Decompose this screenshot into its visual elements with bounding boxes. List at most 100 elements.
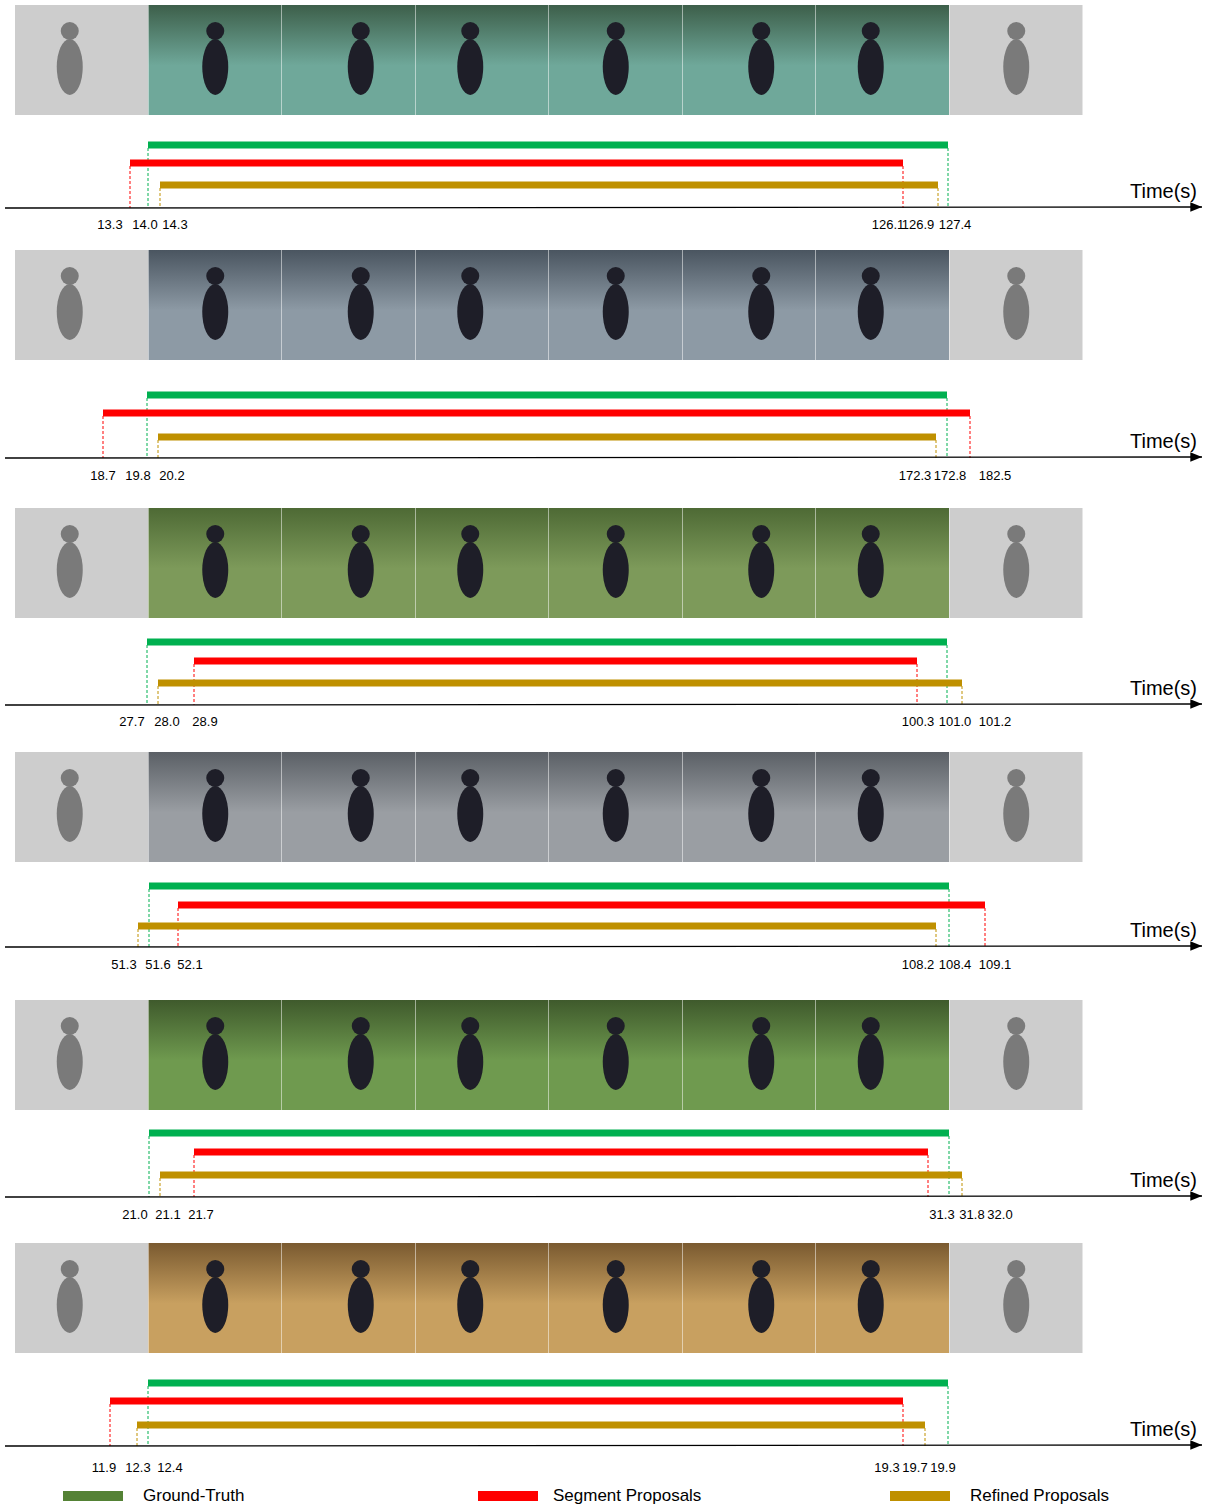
boundary-dash (936, 440, 937, 458)
time-axis (5, 946, 1202, 947)
video-frame (149, 1000, 282, 1110)
figure-head (461, 525, 479, 543)
figure-head (461, 267, 479, 285)
figure-body (1003, 542, 1029, 598)
time-value: 14.0 (132, 218, 157, 231)
video-frame (549, 1000, 682, 1110)
figure-body (57, 542, 83, 598)
video-frame (950, 1000, 1083, 1110)
video-frame (416, 250, 549, 360)
figure-head (752, 769, 770, 787)
figure-head (61, 525, 79, 543)
video-frame (549, 508, 682, 618)
video-frame (416, 1243, 549, 1353)
video-frame (816, 752, 949, 862)
boundary-dash (925, 1428, 926, 1446)
video-frame (950, 250, 1083, 360)
axis-title: Time(s) (1130, 1419, 1197, 1439)
segment-bar (160, 1172, 962, 1179)
figure-head (752, 1017, 770, 1035)
boundary-dash (947, 398, 948, 458)
segment-bar (160, 182, 938, 189)
video-frame (15, 1243, 148, 1353)
figure-head (862, 267, 880, 285)
boundary-dash (938, 188, 939, 208)
figure-head (1007, 267, 1025, 285)
time-value: 11.9 (92, 1461, 116, 1474)
boundary-dash (949, 889, 950, 947)
time-value: 31.8 (959, 1208, 984, 1221)
figure-head (752, 22, 770, 40)
time-value: 18.7 (90, 469, 115, 482)
figure-body (57, 1277, 83, 1333)
time-value: 101.0 (939, 715, 972, 728)
video-frame (15, 1000, 148, 1110)
figure-head (461, 22, 479, 40)
time-value: 108.4 (939, 958, 972, 971)
video-frame (683, 752, 816, 862)
figure-body (748, 1277, 774, 1333)
figure-body (202, 786, 228, 842)
figure-head (607, 22, 625, 40)
figure-body (457, 542, 483, 598)
figure-body (457, 1277, 483, 1333)
time-value: 109.1 (979, 958, 1012, 971)
figure-body (858, 1034, 884, 1090)
proposal-row (5, 5, 1202, 208)
time-value: 19.7 (902, 1461, 927, 1474)
figure-head (461, 1017, 479, 1035)
video-frame (950, 508, 1083, 618)
figure-head (352, 1017, 370, 1035)
segment-bar (158, 680, 962, 687)
proposal-row (5, 1243, 1202, 1446)
segment-bar (147, 392, 947, 399)
boundary-dash (948, 148, 949, 208)
figure-head (1007, 22, 1025, 40)
video-frame (816, 508, 949, 618)
boundary-dash (936, 929, 937, 947)
video-frame (816, 5, 949, 115)
legend-text: Segment Proposals (553, 1487, 701, 1504)
video-frame (282, 752, 415, 862)
proposal-row (5, 1000, 1202, 1197)
video-frame (149, 752, 282, 862)
segment-bar (148, 142, 948, 149)
time-axis (5, 457, 1202, 458)
boundary-dash (149, 889, 150, 947)
boundary-dash (962, 686, 963, 705)
segment-bar (158, 434, 936, 441)
time-value: 51.3 (111, 958, 136, 971)
segment-bar (149, 1130, 949, 1137)
time-value: 20.2 (159, 469, 184, 482)
figure-head (206, 1017, 224, 1035)
segment-bar (137, 1422, 925, 1429)
figure-head (461, 769, 479, 787)
time-value: 127.4 (939, 218, 972, 231)
time-value: 52.1 (177, 958, 202, 971)
boundary-dash (962, 1178, 963, 1197)
figure-body (603, 1277, 629, 1333)
time-value: 14.3 (162, 218, 187, 231)
figure-head (1007, 525, 1025, 543)
figure-head (862, 1017, 880, 1035)
figure-body (748, 786, 774, 842)
figure-head (607, 769, 625, 787)
video-frame (282, 5, 415, 115)
figure-head (607, 525, 625, 543)
video-frame (149, 508, 282, 618)
figure-body (202, 1034, 228, 1090)
time-value: 172.3 (899, 469, 932, 482)
boundary-dash (149, 1136, 150, 1197)
video-frame (549, 1243, 682, 1353)
segment-bar (148, 1380, 948, 1387)
time-axis (5, 704, 1202, 705)
boundary-dash (147, 398, 148, 458)
figure-head (61, 1260, 79, 1278)
figure-body (348, 1277, 374, 1333)
boundary-dash (130, 166, 131, 208)
proposal-row (5, 250, 1202, 458)
boundary-dash (148, 148, 149, 208)
figure-body (348, 542, 374, 598)
time-axis (5, 1196, 1202, 1197)
